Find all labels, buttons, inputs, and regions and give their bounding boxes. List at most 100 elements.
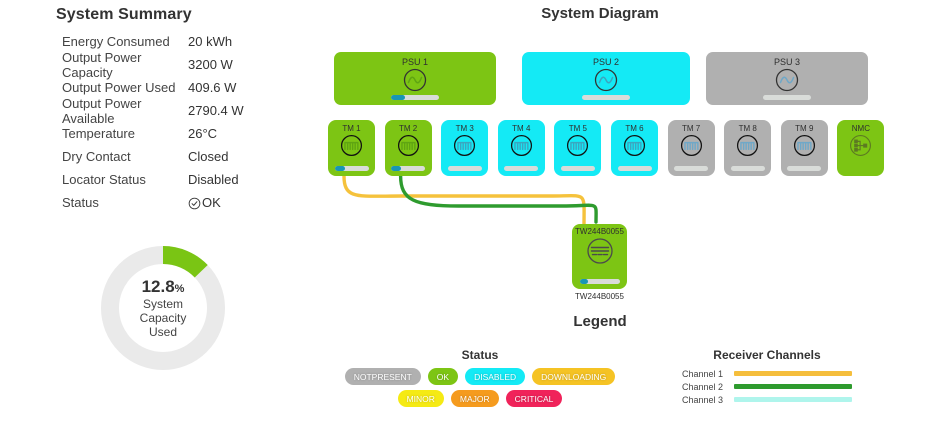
psu-card[interactable]: PSU 2: [522, 52, 690, 105]
node-progress-bar: [579, 279, 620, 284]
node-progress-bar: [582, 95, 630, 100]
module-label: TM 2: [398, 124, 418, 133]
summary-label: Status: [62, 195, 99, 210]
summary-value-text: OK: [202, 195, 221, 210]
donut-percent-value: 12.8%: [142, 277, 185, 297]
summary-value-text: 20 kWh: [188, 34, 233, 49]
summary-value-text: 3200 W: [188, 57, 233, 72]
donut-percent-number: 12.8: [141, 276, 175, 296]
system-capacity-donut-chart: 12.8% System Capacity Used: [97, 242, 229, 374]
square-wave-icon: [397, 134, 419, 157]
summary-value: 26°C: [188, 126, 217, 141]
receiver-label-bottom: TW244B0055: [575, 292, 624, 301]
summary-row: Status OK: [48, 191, 318, 214]
status-badge[interactable]: DOWNLOADING: [532, 368, 616, 385]
channel-color-swatch: [734, 384, 852, 389]
receiver-label-top: TW244B0055: [575, 227, 624, 236]
square-wave-icon: [567, 134, 589, 157]
module-card[interactable]: TM 9: [780, 120, 828, 176]
summary-row: Output Power Available 2790.4 W: [48, 96, 318, 126]
summary-value: 3200 W: [188, 57, 233, 72]
node-progress-bar: [334, 166, 369, 171]
receiver-channels-title: Receiver Channels: [713, 348, 821, 362]
psu-label: PSU 1: [401, 57, 428, 67]
module-label: TM 8: [738, 124, 757, 133]
module-card[interactable]: TM 6: [611, 120, 658, 176]
receiver-channels-legend: Receiver Channels Channel 1 Channel 2 Chan…: [682, 348, 852, 406]
summary-label: Temperature: [62, 126, 135, 141]
channel-legend-row: Channel 2: [682, 380, 852, 393]
receiver-icon: [586, 238, 613, 264]
status-badge[interactable]: NOTPRESENT: [344, 368, 421, 385]
system-diagram-title: System Diagram: [541, 5, 659, 22]
summary-label: Output Power Used: [62, 80, 176, 95]
node-progress-bar: [617, 166, 652, 171]
status-badge[interactable]: MAJOR: [450, 390, 499, 407]
module-card[interactable]: TM 4: [497, 120, 545, 176]
module-label: TM 9: [795, 124, 814, 133]
channel-legend-row: Channel 1: [682, 367, 852, 380]
module-card[interactable]: TM 5: [554, 120, 602, 176]
check-circle-icon: [188, 197, 201, 210]
node-progress-bar: [787, 166, 822, 171]
module-card[interactable]: TM 1: [328, 120, 375, 176]
summary-row: Output Power Capacity 3200 W: [48, 50, 318, 80]
cable-channel-2: [398, 174, 598, 224]
summary-label: Output Power Capacity: [62, 49, 142, 80]
status-badge[interactable]: OK: [427, 368, 459, 385]
node-progress-bar: [674, 166, 709, 171]
system-summary-title: System Summary: [56, 6, 192, 23]
square-wave-icon: [793, 134, 815, 157]
summary-value: Disabled: [188, 172, 239, 187]
channel-label: Channel 1: [682, 368, 724, 379]
summary-row: Energy Consumed 20 kWh: [48, 30, 318, 53]
summary-value: 20 kWh: [188, 34, 232, 49]
donut-caption-line-1: System: [142, 296, 183, 311]
legend-title: Legend: [573, 313, 627, 330]
node-progress-bar: [447, 166, 482, 171]
channel-label: Channel 2: [682, 381, 724, 392]
module-card[interactable]: TM 8: [724, 120, 772, 176]
module-label: TM 7: [681, 124, 701, 133]
square-wave-icon: [340, 134, 363, 157]
status-badge[interactable]: MINOR: [397, 390, 444, 407]
psu-card[interactable]: PSU 1: [334, 52, 496, 105]
psu-card[interactable]: PSU 3: [706, 52, 868, 105]
donut-center-label: 12.8% System Capacity Used: [97, 242, 229, 374]
module-label: TM 4: [512, 124, 531, 133]
module-label: TM 3: [455, 124, 474, 133]
node-progress-bar: [391, 166, 426, 171]
node-progress-bar: [391, 95, 439, 100]
summary-value: OK: [188, 195, 221, 210]
sine-wave-icon: [403, 68, 427, 92]
status-badge[interactable]: CRITICAL: [505, 390, 563, 407]
channel-label: Channel 3: [682, 394, 724, 405]
donut-caption-line-2: Capacity: [139, 310, 187, 325]
module-card[interactable]: TM 2: [384, 120, 432, 176]
node-progress-bar: [504, 166, 539, 171]
module-card[interactable]: TM 7: [667, 120, 715, 176]
module-card[interactable]: NMC: [837, 120, 885, 176]
summary-value-text: 2790.4 W: [188, 103, 244, 118]
summary-label: Energy Consumed: [62, 34, 170, 49]
channel-color-swatch: [734, 397, 852, 402]
summary-value-text: Disabled: [188, 172, 239, 187]
status-badge[interactable]: DISABLED: [465, 368, 526, 385]
donut-used-arc: [101, 246, 225, 370]
summary-row: Temperature 26°C: [48, 122, 318, 145]
status-legend-row-2: MINOR MAJOR CRITICAL: [325, 390, 635, 407]
summary-label: Output Power Available: [62, 95, 142, 126]
module-card[interactable]: TM 3: [441, 120, 489, 176]
status-legend-row-1: NOTPRESENT OK DISABLED DOWNLOADING: [325, 368, 635, 385]
module-label: NMC: [851, 124, 870, 133]
square-wave-icon: [680, 134, 702, 157]
node-progress-bar: [763, 95, 811, 100]
summary-value-text: Closed: [188, 149, 229, 164]
network-hub-icon: [850, 135, 872, 156]
